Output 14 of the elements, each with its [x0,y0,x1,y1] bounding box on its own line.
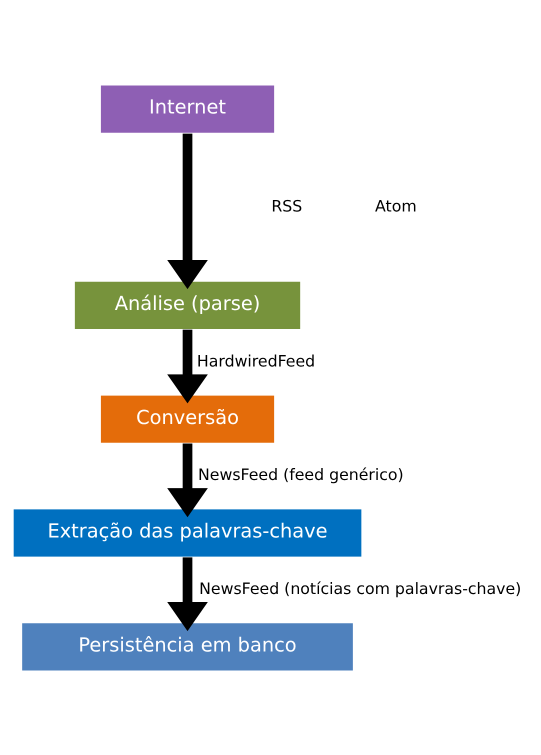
edge-label: NewsFeed (feed genérico) [198,464,404,484]
arrow [167,329,208,403]
node-box: Conversão [100,394,276,444]
edge-label: NewsFeed (notícias com palavras-chave) [199,578,522,598]
arrow [167,556,208,631]
label: RSS [271,196,302,215]
node-box: Análise (parse) [74,280,302,330]
node-box: Internet [100,84,276,134]
edge-label: HardwiredFeed [196,350,316,370]
arrow [167,133,208,289]
node-box: Extração das palavras-chave [12,508,363,558]
arrow [167,442,208,517]
label: Atom [375,196,417,215]
node-box: Persistência em banco [20,622,354,672]
